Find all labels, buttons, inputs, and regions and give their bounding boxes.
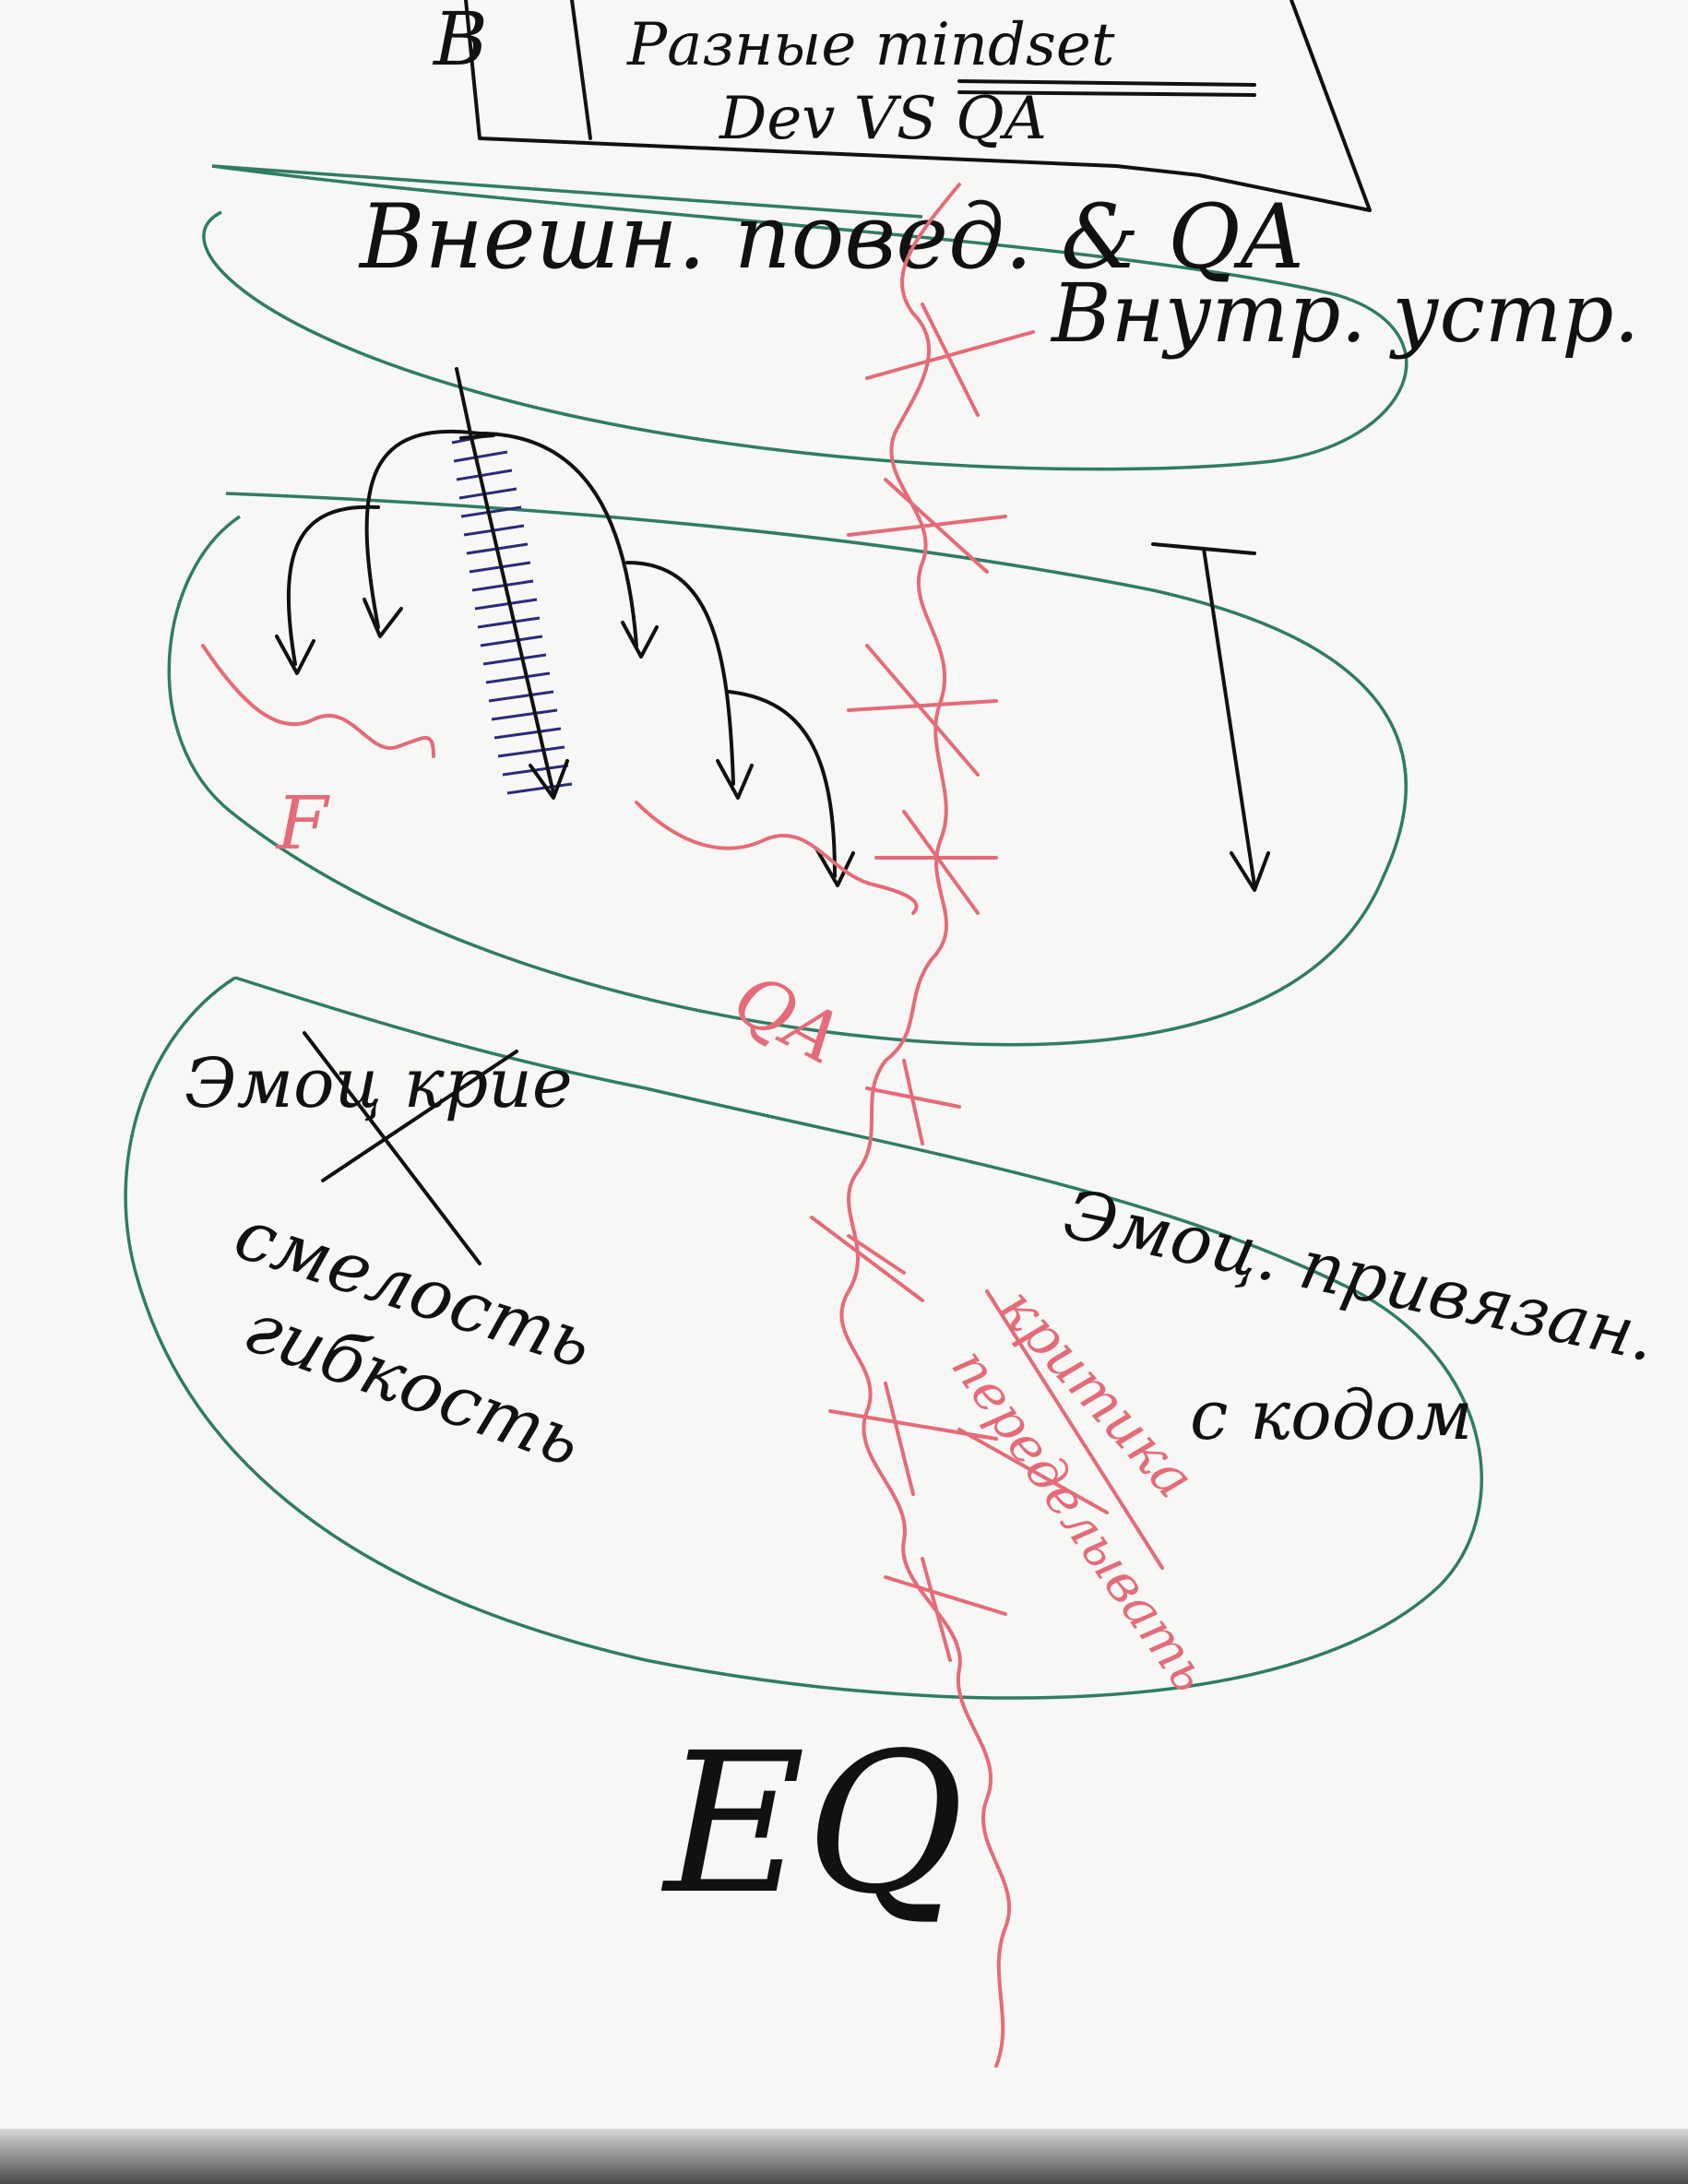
logo-mark: B xyxy=(432,0,488,82)
central-hatched-arrow xyxy=(451,367,573,800)
with-code-label: с кодом xyxy=(1190,1376,1473,1455)
top-oval xyxy=(202,164,1409,471)
red-qa-label: QA xyxy=(721,956,855,1080)
emotional-attachment-label: Эмоц. привязан. xyxy=(1057,1174,1662,1377)
internal-structure-label: Внутр. устр. xyxy=(1050,266,1639,361)
title-line1: Разные mindset xyxy=(626,11,1115,79)
photo-bottom-edge xyxy=(0,2129,1688,2184)
branch-arrows xyxy=(275,429,1270,892)
external-behavior-label: Внешн. повед. & QA xyxy=(358,185,1304,289)
strike-line xyxy=(303,1031,481,1265)
title-line2: Dev VS QA xyxy=(719,85,1047,153)
red-squiggle-center xyxy=(635,801,919,915)
bottom-oval xyxy=(124,976,1483,1700)
emotional-crisis-label: Эмоц крие xyxy=(184,1044,573,1123)
strike-line xyxy=(321,1050,518,1182)
title-box: B Разные mindset Dev VS QA xyxy=(432,0,1372,212)
red-squiggle-left xyxy=(201,644,435,758)
eq-label: EQ xyxy=(660,1711,964,1937)
red-f-label: F xyxy=(275,780,330,866)
middle-oval xyxy=(167,492,1408,1047)
red-strike-line xyxy=(957,1428,1109,1514)
red-strike-line xyxy=(985,1289,1164,1570)
